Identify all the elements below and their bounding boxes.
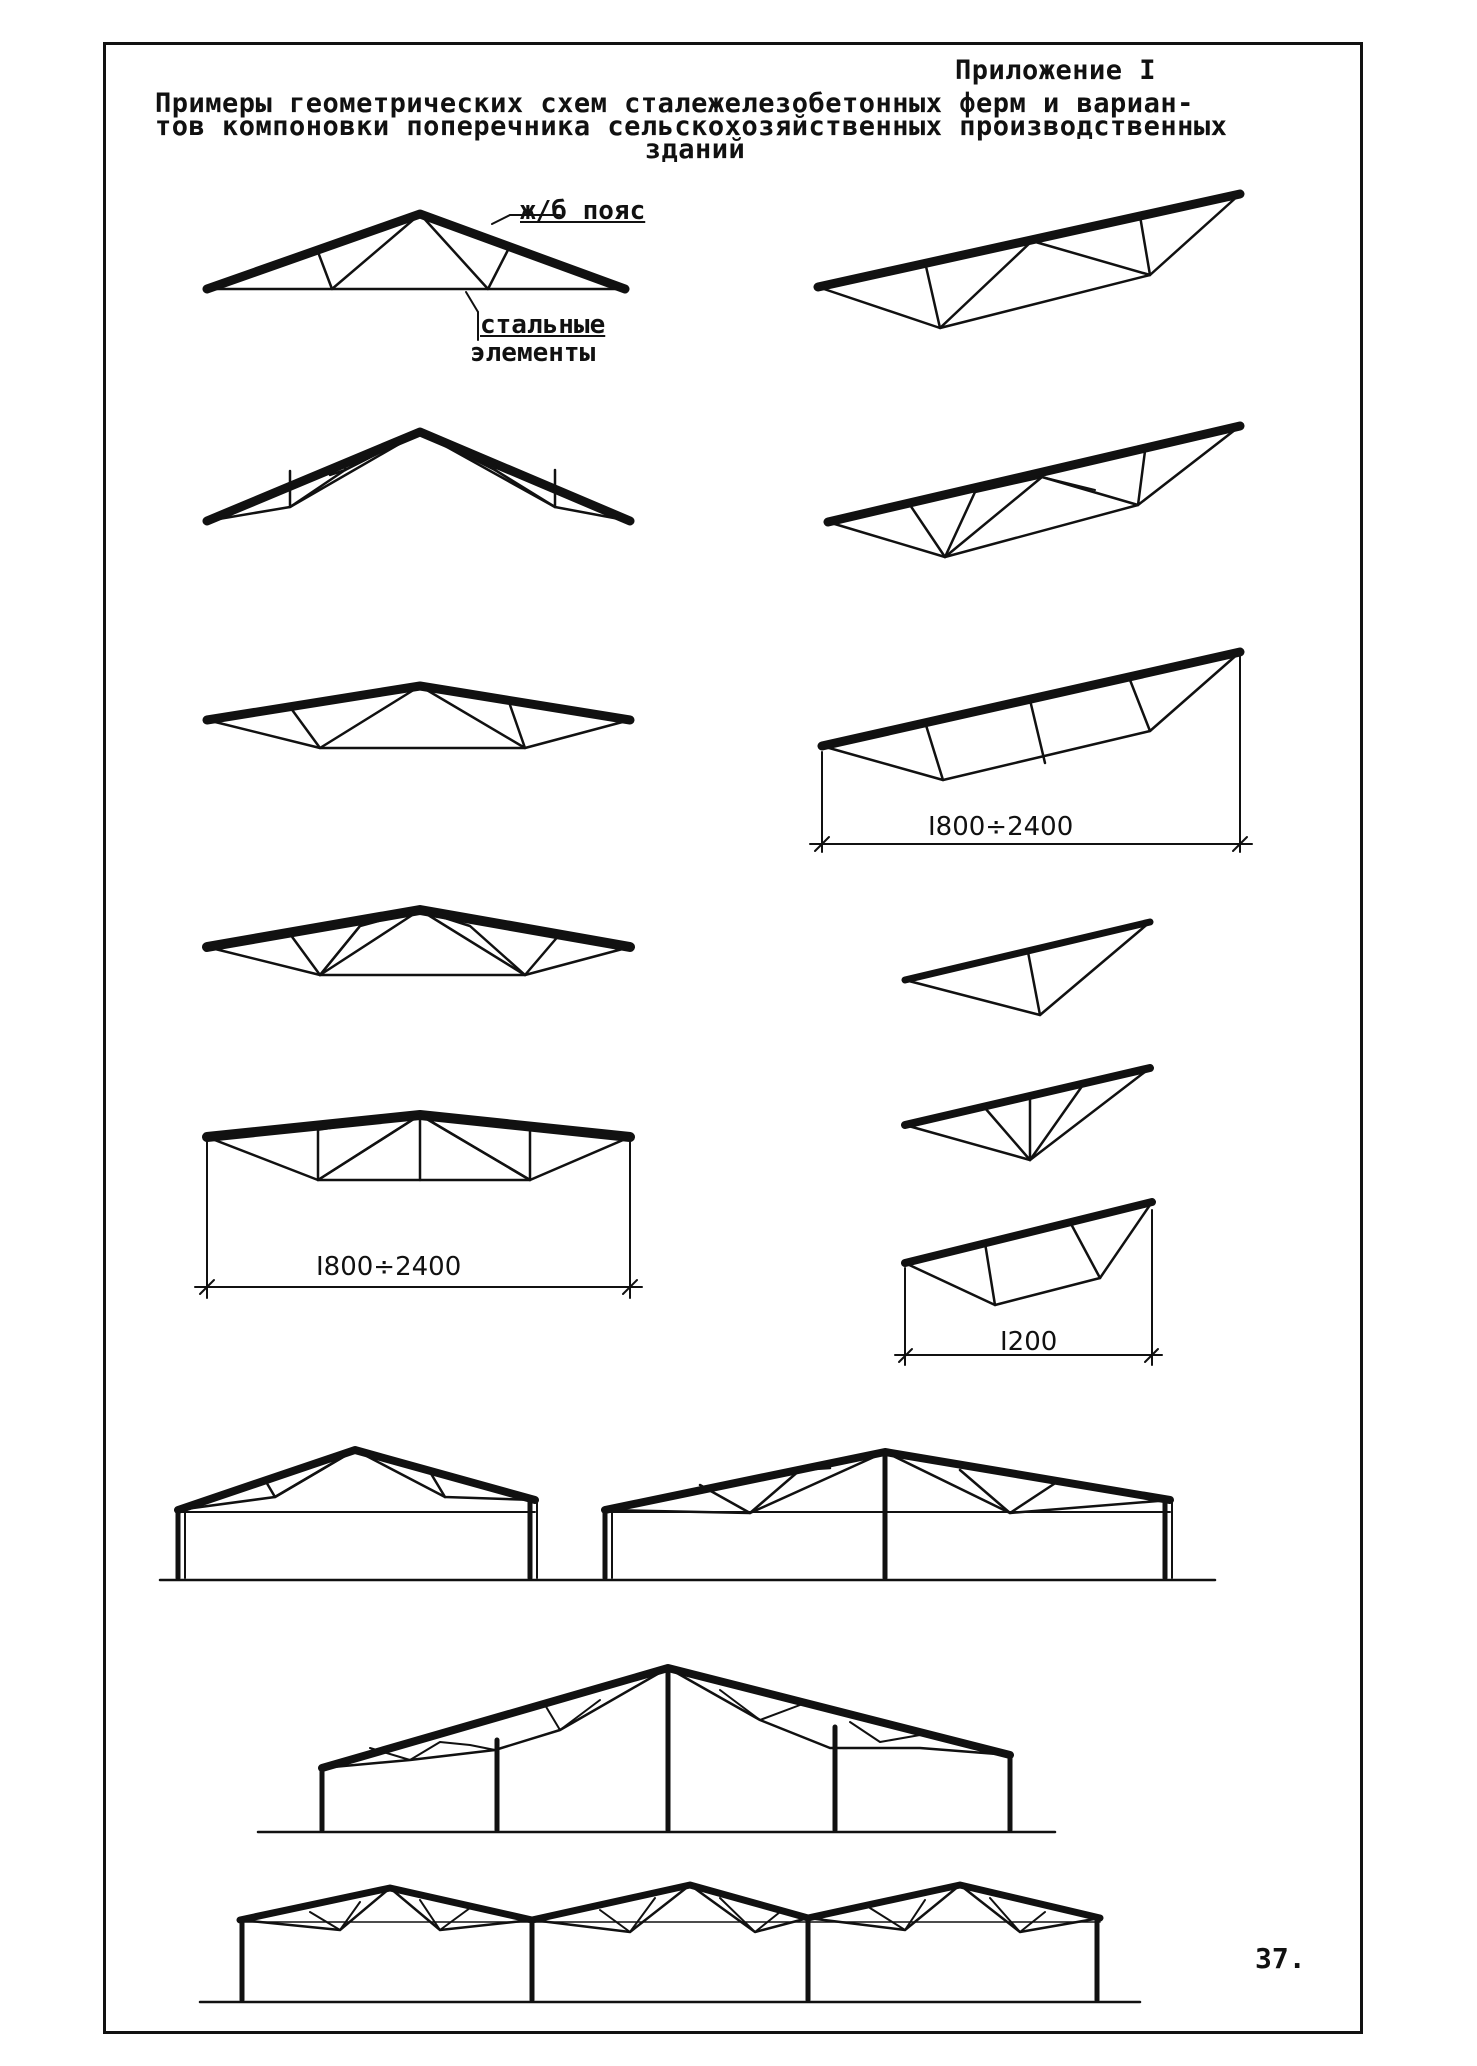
- truss-right-2: [823, 421, 1245, 559]
- building-double-span: [601, 1448, 1174, 1581]
- truss-right-small-3: [894, 1198, 1163, 1366]
- title-line-3: зданий: [644, 134, 746, 165]
- steel-elements-label-2: элементы: [470, 338, 596, 368]
- truss-left-1: [202, 209, 630, 341]
- building-triple-span: [236, 1881, 1104, 2003]
- building-multi-span: [318, 1664, 1014, 1833]
- right-span-dimension: I800÷2400: [928, 812, 1074, 842]
- steel-elements-label-1: стальные: [480, 310, 606, 340]
- page-frame: [103, 42, 1363, 2034]
- left-span-dimension: I800÷2400: [316, 1252, 462, 1282]
- page-title: Примеры геометрических схем сталежелезоб…: [155, 90, 1345, 165]
- truss-left-4: [202, 905, 635, 977]
- truss-right-3: [809, 647, 1253, 853]
- rc-chord-label: ж/б пояс: [520, 196, 646, 226]
- truss-right-1: [813, 189, 1245, 330]
- small-span-dimension: I200: [1000, 1327, 1058, 1357]
- truss-left-5: [194, 1110, 643, 1299]
- building-single-span: [174, 1446, 539, 1581]
- truss-left-2: [202, 427, 635, 526]
- truss-right-small-1: [901, 918, 1154, 1017]
- truss-right-small-2: [901, 1064, 1154, 1162]
- title-line-1: Примеры геометрических схем сталежелезоб…: [155, 88, 1194, 119]
- page-number: 37.: [1255, 1942, 1306, 1975]
- appendix-label: Приложение I: [955, 55, 1157, 86]
- title-line-2: тов компоновки поперечника сельскохозяйс…: [155, 111, 1228, 142]
- truss-left-3: [202, 681, 635, 750]
